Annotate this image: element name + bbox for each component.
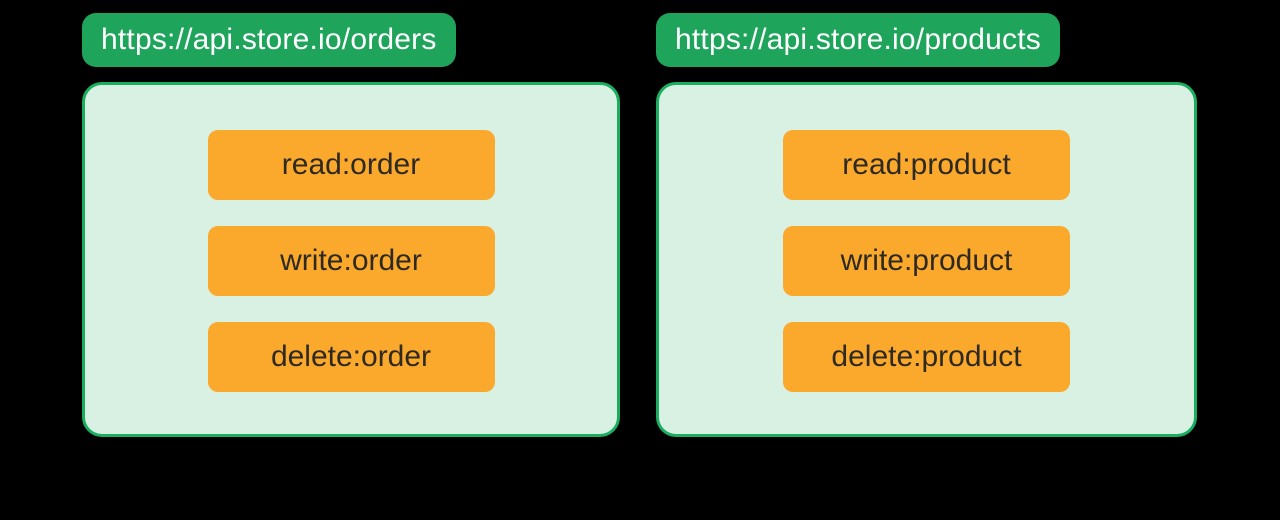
scope-chip-delete-order: delete:order: [207, 322, 495, 392]
api-group-products: https://api.store.io/products read:produ…: [656, 13, 1197, 437]
scopes-card-orders: read:order write:order delete:order: [82, 82, 620, 437]
scope-chip-write-order: write:order: [207, 226, 495, 296]
api-url-badge-orders: https://api.store.io/orders: [82, 13, 456, 67]
api-url-badge-products: https://api.store.io/products: [656, 13, 1060, 67]
api-group-orders: https://api.store.io/orders read:order w…: [82, 13, 620, 437]
scope-chip-delete-product: delete:product: [783, 322, 1070, 392]
scope-chip-read-order: read:order: [207, 130, 495, 200]
scope-chip-read-product: read:product: [783, 130, 1070, 200]
scopes-card-products: read:product write:product delete:produc…: [656, 82, 1197, 437]
scope-chip-write-product: write:product: [783, 226, 1070, 296]
